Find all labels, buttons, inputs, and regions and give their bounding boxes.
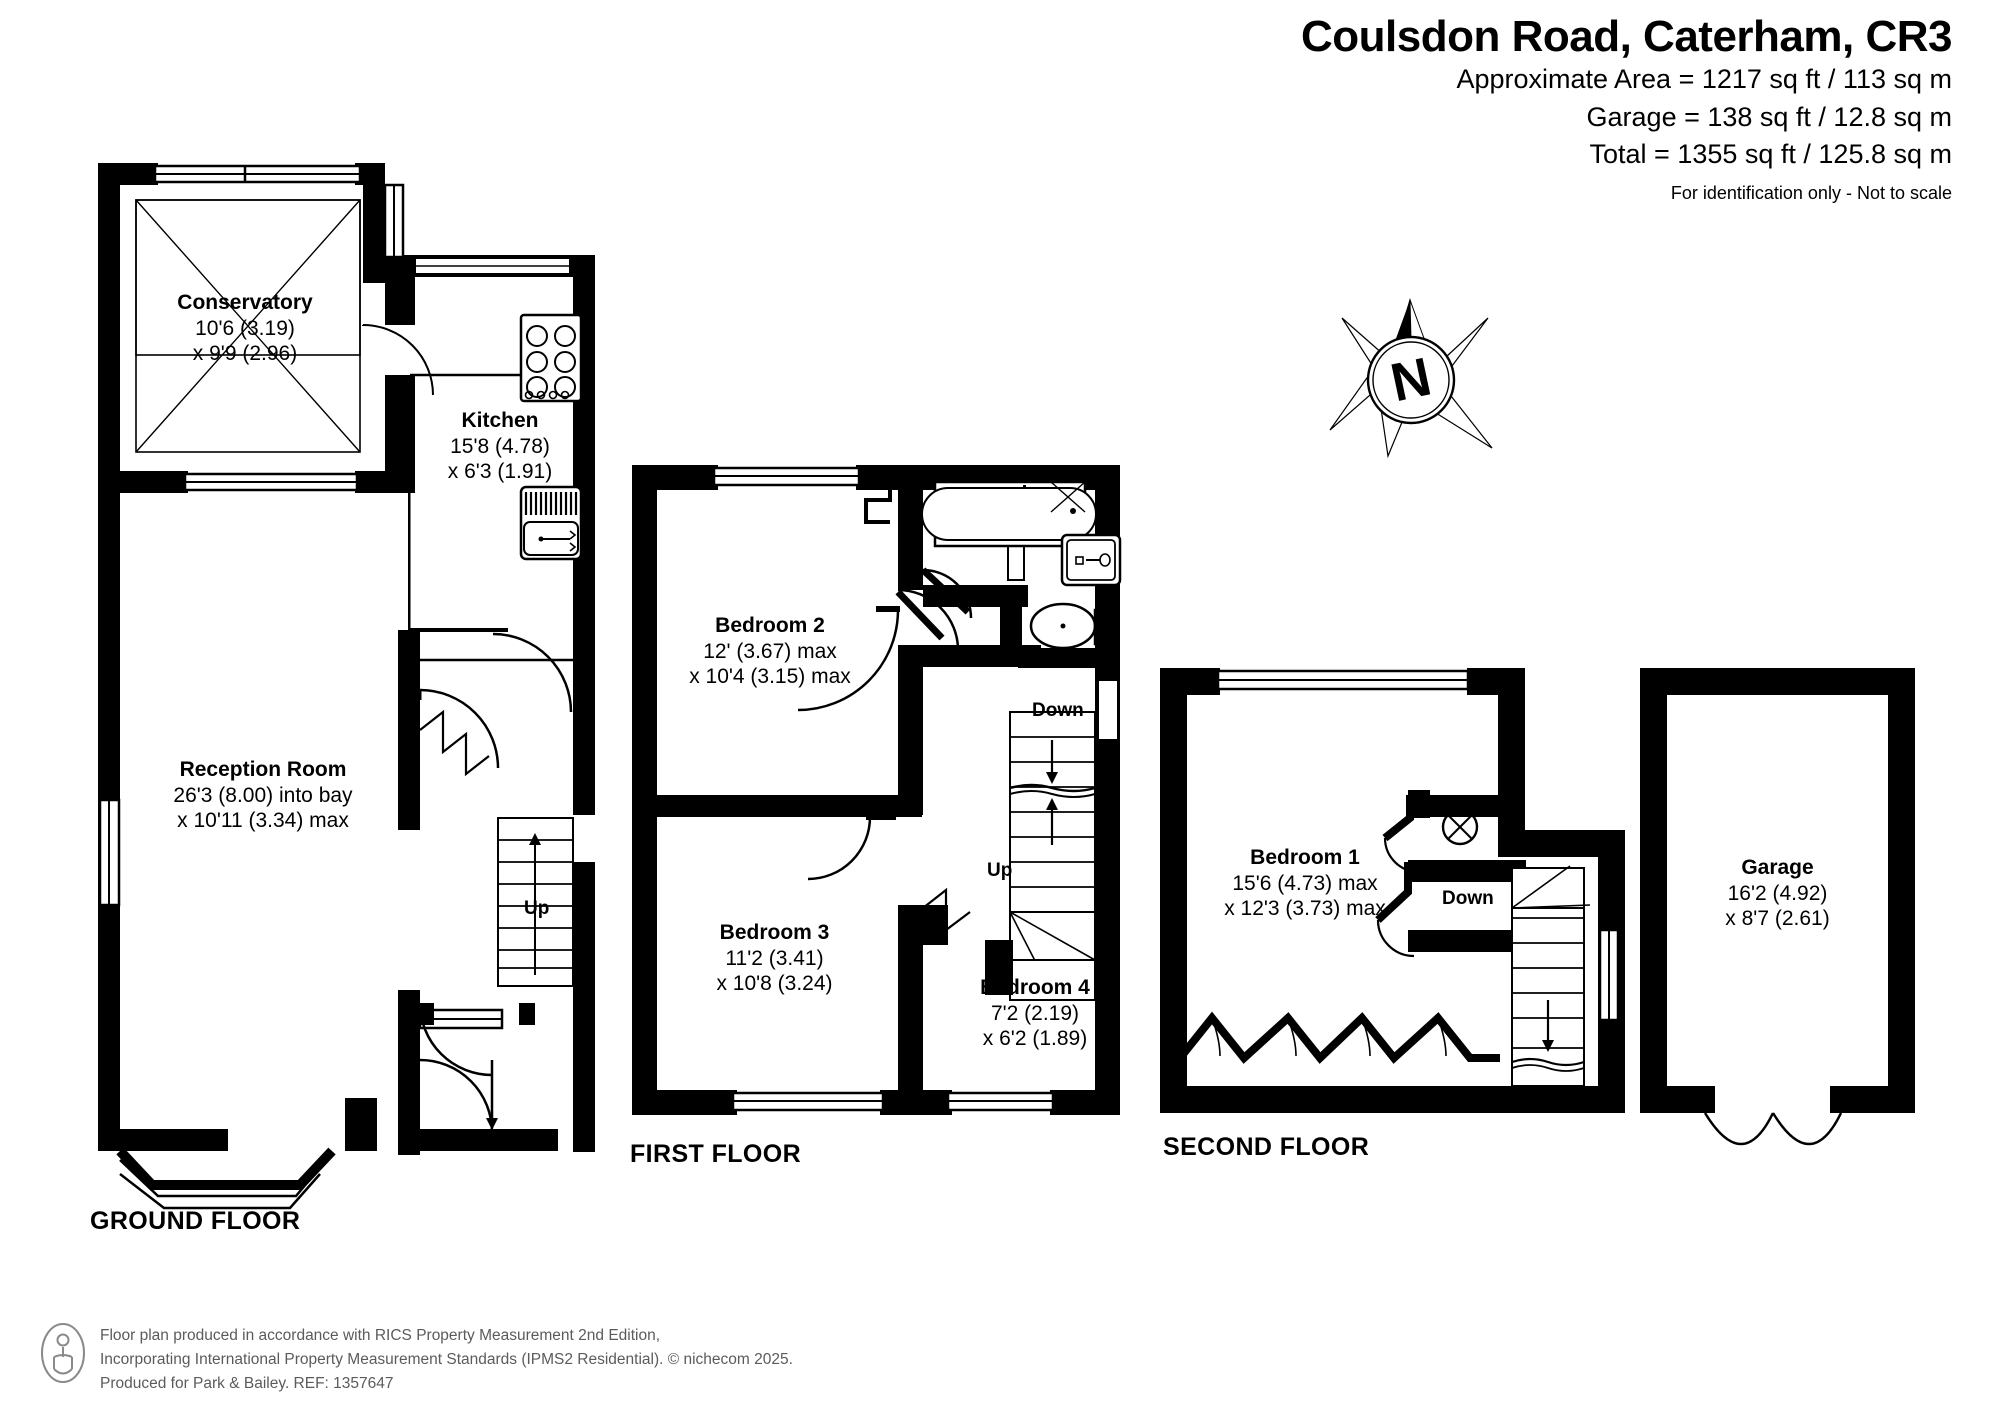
footer-line-1: Floor plan produced in accordance with R… (100, 1327, 661, 1344)
floor-label-ground: GROUND FLOOR (90, 1207, 301, 1235)
stair-label-ground-up: Up (524, 898, 550, 919)
stair-label-second-down: Down (1442, 888, 1494, 909)
approximate-area-text: Approximate Area = 1217 sq ft / 113 sq m (1456, 64, 1952, 95)
room-dim-1: 10'6 (3.19) (195, 316, 295, 340)
first-floor-stairs (985, 610, 1119, 1001)
floor-label-second: SECOND FLOOR (1163, 1133, 1370, 1161)
room-name: Reception Room (179, 758, 347, 781)
room-name: Bedroom 3 (719, 921, 830, 944)
room-dim-1: 16'2 (4.92) (1727, 881, 1828, 905)
floor-label-first: FIRST FLOOR (630, 1140, 802, 1168)
room-dim-2: x 8'7 (2.61) (1725, 907, 1830, 931)
room-name: Conservatory (177, 291, 313, 314)
second-floor-stairs (1511, 865, 1620, 1087)
basin-icon (1060, 533, 1122, 587)
room-label-bedroom-4: Bedroom 4 7'2 (2.19) x 6'2 (1.89) (940, 975, 1130, 1052)
second-floor-plan (1160, 668, 1625, 1113)
room-label-bedroom-1: Bedroom 1 15'6 (4.73) max x 12'3 (3.73) … (1185, 845, 1425, 922)
room-dim-2: x 6'3 (1.91) (447, 460, 553, 484)
room-name: Bedroom 4 (980, 976, 1090, 999)
reception-room-walls (98, 471, 595, 1210)
plan-header: Coulsdon Road, Caterham, CR3 Approximate… (1301, 12, 1952, 204)
kitchen-walls (408, 255, 595, 675)
room-dim-1: 7'2 (2.19) (990, 1001, 1080, 1025)
stair-label-first-up: Up (987, 860, 1013, 881)
room-dim-2: x 10'4 (3.15) max (689, 665, 851, 689)
room-dim-1: 12' (3.67) max (703, 639, 837, 663)
plan-footer: Floor plan produced in accordance with R… (40, 1322, 793, 1396)
room-dim-1: 15'8 (4.78) (450, 434, 550, 458)
room-label-kitchen: Kitchen 15'8 (4.78) x 6'3 (1.91) (420, 408, 580, 485)
footer-line-3: Produced for Park & Bailey. REF: 1357647 (100, 1375, 394, 1393)
room-dim-2: x 12'3 (3.73) max (1224, 897, 1386, 921)
room-name: Bedroom 1 (1250, 846, 1360, 869)
room-name: Kitchen (461, 409, 539, 432)
compass-rose: N (1329, 297, 1493, 459)
room-dim-1: 15'6 (4.73) max (1232, 871, 1378, 895)
person-info-icon (41, 1323, 85, 1383)
footer-text-block: Floor plan produced in accordance with R… (100, 1322, 793, 1396)
room-dim-2: x 6'2 (1.89) (982, 1027, 1088, 1051)
room-name: Bedroom 2 (715, 614, 825, 637)
water-tank-icon (1441, 808, 1479, 846)
room-label-reception-room: Reception Room 26'3 (8.00) into bay x 10… (128, 757, 398, 834)
garage-area-text: Garage = 138 sq ft / 12.8 sq m (1586, 101, 1952, 132)
ground-stairs (497, 817, 574, 987)
footer-line-2: Incorporating International Property Mea… (100, 1351, 793, 1369)
total-area-text: Total = 1355 sq ft / 125.8 sq m (1589, 139, 1952, 170)
first-floor-plan (632, 465, 1122, 1115)
room-dim-1: 11'2 (3.41) (725, 946, 824, 970)
sink-icon (519, 485, 583, 561)
garage-plan (1640, 668, 1915, 1145)
room-dim-1: 26'3 (8.00) into bay (173, 783, 353, 807)
room-dim-2: x 9'9 (2.96) (192, 342, 298, 366)
room-label-bedroom-3: Bedroom 3 11'2 (3.41) x 10'8 (3.24) (672, 920, 877, 997)
page-title: Coulsdon Road, Caterham, CR3 (1301, 12, 1952, 61)
hob-icon (519, 313, 583, 403)
room-dim-2: x 10'11 (3.34) max (177, 809, 349, 833)
room-label-garage: Garage 16'2 (4.92) x 8'7 (2.61) (1680, 855, 1875, 932)
room-label-conservatory: Conservatory 10'6 (3.19) x 9'9 (2.96) (135, 290, 355, 367)
room-label-bedroom-2: Bedroom 2 12' (3.67) max x 10'4 (3.15) m… (655, 613, 885, 690)
bath-icon (921, 480, 1097, 548)
disclaimer-text: For identification only - Not to scale (1670, 183, 1952, 204)
room-dim-2: x 10'8 (3.24) (716, 972, 833, 996)
ground-floor-plan (98, 163, 595, 1210)
room-name: Garage (1741, 856, 1814, 879)
stair-label-first-down: Down (1032, 700, 1084, 721)
